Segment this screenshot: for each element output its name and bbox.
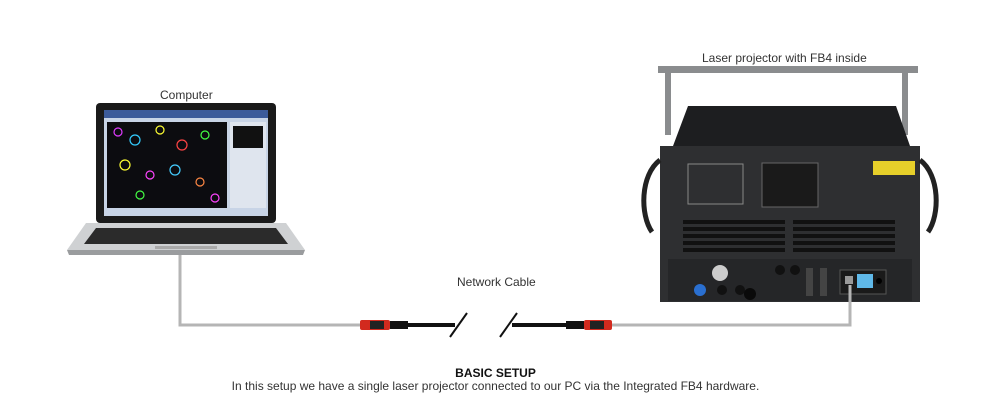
projector-label: Laser projector with FB4 inside (702, 51, 867, 65)
computer-label: Computer (160, 88, 213, 102)
network-cable (178, 255, 852, 338)
laptop-image (67, 103, 305, 255)
caption-description: In this setup we have a single laser pro… (231, 379, 760, 393)
cable-label: Network Cable (457, 275, 536, 289)
caption-title: BASIC SETUP (455, 366, 536, 380)
laser-projector-image (641, 66, 939, 302)
